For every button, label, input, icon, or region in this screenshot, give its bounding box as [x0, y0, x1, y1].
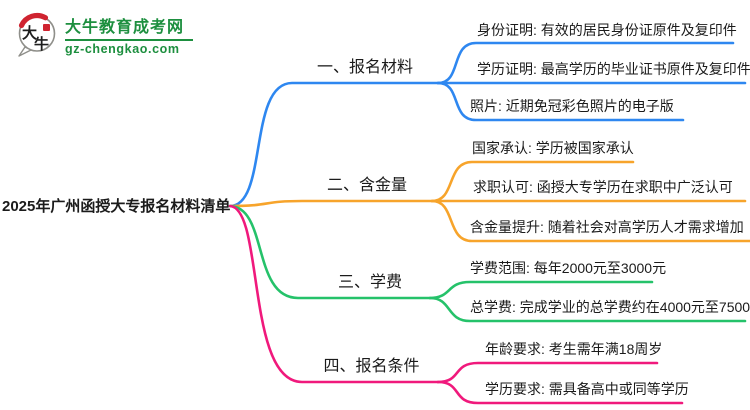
- logo-char-bottom: 牛: [34, 35, 49, 53]
- leaf-node: 求职认可: 函授大专学历在求职中广泛认可: [473, 179, 733, 195]
- branch-node-1: 一、报名材料: [316, 59, 413, 76]
- mindmap-root-node: 2025年广州函授大专报名材料清单: [2, 198, 231, 215]
- leaf-node: 照片: 近期免冠彩色照片的电子版: [470, 98, 674, 114]
- leaf-node: 年龄要求: 考生需年满18周岁: [485, 341, 663, 357]
- leaf-node: 学历要求: 需具备高中或同等学历: [485, 381, 689, 397]
- branch-4-child-1-line: [436, 361, 659, 384]
- branch-3-curve: [228, 204, 432, 300]
- branch-2-curve: [228, 199, 434, 208]
- branch-3-child-2-line: [428, 296, 747, 323]
- branch-2-lines: [228, 160, 750, 243]
- leaf-node: 含金量提升: 随着社会对高学历人才需求增加: [470, 219, 744, 235]
- branch-4-curve: [228, 204, 440, 384]
- logo-text-block: 大牛教育成考网 gz-chengkao.com: [65, 11, 193, 57]
- branch-node-4: 四、报名条件: [323, 358, 420, 375]
- branch-4-lines: [228, 204, 684, 405]
- leaf-node: 国家承认: 学历被国家承认: [472, 140, 634, 156]
- branch-2-child-3-line: [430, 199, 750, 243]
- branch-4-child-2-line: [436, 380, 684, 405]
- branch-3-lines: [228, 204, 747, 323]
- leaf-node: 身份证明: 有效的居民身份证原件及复印件: [477, 22, 737, 38]
- branch-1-child-3-line: [436, 81, 685, 122]
- branch-1-child-1-line: [436, 41, 735, 85]
- leaf-node: 学历证明: 最高学历的毕业证书原件及复印件: [477, 61, 750, 77]
- branch-1-curve: [228, 81, 440, 208]
- branch-2-child-1-line: [430, 160, 635, 203]
- site-logo[interactable]: 大 牛 大牛教育成考网 gz-chengkao.com: [14, 11, 193, 58]
- logo-divider: [65, 39, 193, 41]
- logo-bull-icon: 大 牛: [18, 12, 56, 57]
- leaf-node: 学费范围: 每年2000元至3000元: [470, 260, 667, 276]
- branch-node-3: 三、学费: [337, 274, 402, 291]
- branch-1-lines: [228, 41, 747, 208]
- logo-char-top: 大: [22, 24, 37, 42]
- branch-node-2: 二、含金量: [326, 177, 407, 194]
- branch-3-child-1-line: [428, 280, 654, 300]
- site-domain: gz-chengkao.com: [65, 42, 180, 56]
- leaf-node: 总学费: 完成学业的总学费约在4000元至7500元: [470, 299, 750, 315]
- site-name: 大牛教育成考网: [65, 19, 185, 36]
